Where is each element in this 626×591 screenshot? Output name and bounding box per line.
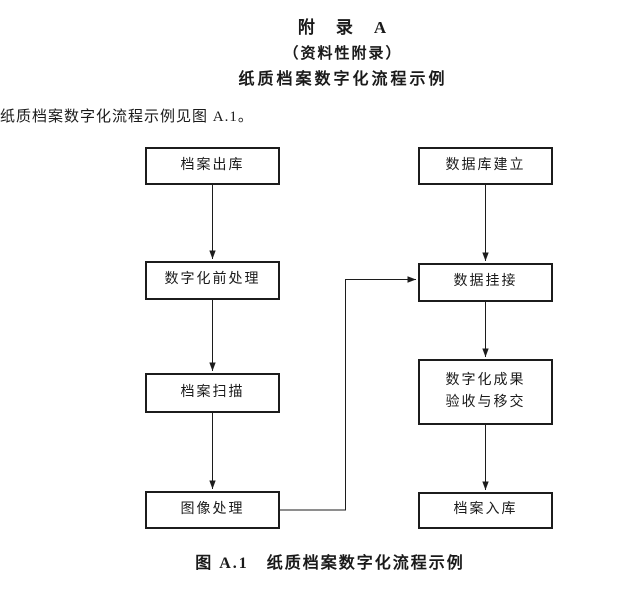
flow-node-data-linking: 数据挂接 [418, 263, 553, 302]
arrow-image-processing-to-data-linking [280, 276, 416, 511]
flow-node-label: 数字化成果 验收与移交 [445, 372, 526, 410]
intro-paragraph: 纸质档案数字化流程示例见图 A.1。 [0, 109, 254, 125]
flow-node-database-creation: 数据库建立 [418, 147, 553, 185]
figure-caption: 图 A.1 纸质档案数字化流程示例 [195, 555, 465, 572]
appendix-heading: 纸质档案数字化流程示例 [238, 71, 448, 88]
flow-node-label: 档案扫描 [180, 384, 245, 400]
flow-node-pre-digitization-processing: 数字化前处理 [145, 261, 280, 300]
appendix-subtitle: （资料性附录） [283, 46, 403, 62]
flow-node-archive-scanning: 档案扫描 [145, 373, 280, 413]
flow-node-label: 档案出库 [180, 157, 245, 173]
flow-node-acceptance-and-transfer: 数字化成果 验收与移交 [418, 359, 553, 425]
flow-node-archive-storage: 档案入库 [418, 492, 553, 529]
flow-node-label: 数据库建立 [445, 157, 526, 173]
appendix-title: 附 录 A [297, 18, 389, 37]
flow-node-label: 数字化前处理 [164, 272, 261, 288]
flow-node-label: 图像处理 [180, 501, 245, 517]
flow-node-archive-retrieval: 档案出库 [145, 147, 280, 185]
flow-node-image-processing: 图像处理 [145, 491, 280, 529]
flow-node-label: 档案入库 [453, 502, 518, 518]
flow-node-label: 数据挂接 [453, 274, 518, 290]
